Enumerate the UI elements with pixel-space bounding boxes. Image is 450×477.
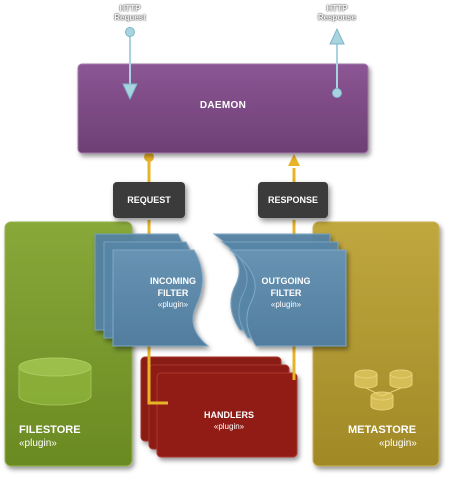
response-tag: RESPONSE	[258, 182, 328, 218]
databases-icon	[354, 369, 413, 411]
handlers-label: HANDLERS «plugin»	[187, 409, 271, 433]
handlers-stack	[140, 356, 298, 458]
database-icon	[18, 357, 92, 406]
http-response-arrow	[329, 27, 345, 98]
outgoing-filter-label: OUTGOING FILTER «plugin»	[246, 275, 326, 311]
handlers-sub: «plugin»	[213, 422, 245, 431]
http-request-arrow	[122, 27, 138, 101]
http-response-label: HTTP Response	[317, 4, 357, 22]
outgoing-filter-title: OUTGOING FILTER	[261, 276, 311, 298]
incoming-filter-label: INCOMING FILTER «plugin»	[133, 275, 213, 311]
incoming-filter-stack	[94, 233, 210, 347]
daemon-box	[77, 63, 369, 154]
http-request-label: HTTP Request	[114, 4, 146, 22]
filestore-title: FILESTORE	[19, 424, 81, 436]
metastore-sub: «plugin»	[379, 438, 417, 449]
daemon-label: DAEMON	[199, 100, 247, 111]
incoming-filter-sub: «plugin»	[157, 300, 189, 309]
metastore-title: METASTORE	[348, 424, 417, 436]
incoming-filter-title: INCOMING FILTER	[150, 276, 196, 298]
filestore-sub: «plugin»	[19, 438, 57, 449]
outgoing-filter-stack	[212, 233, 347, 347]
response-flow-arrowhead	[288, 154, 300, 166]
outgoing-filter-sub: «plugin»	[270, 300, 302, 309]
request-flow-dot	[144, 152, 154, 162]
request-tag: REQUEST	[113, 182, 185, 218]
handlers-title: HANDLERS	[203, 410, 254, 420]
